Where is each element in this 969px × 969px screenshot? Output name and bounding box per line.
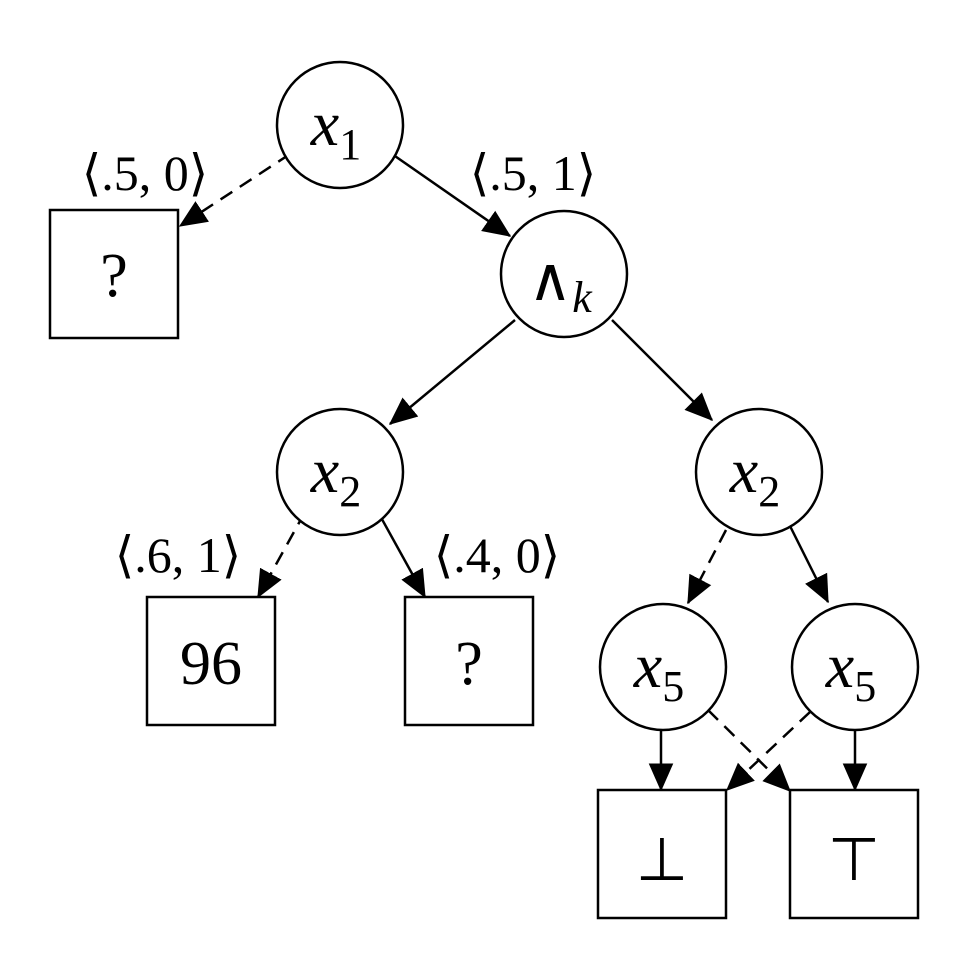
edge-x1-to-and-high [391, 152, 512, 238]
node-x5-right: x5 [790, 602, 920, 732]
edge-x5-left-to-top-low [707, 709, 791, 792]
svg-text:x1: x1 [310, 88, 361, 169]
node-and-k: ∧k [499, 209, 629, 339]
svg-text:x2: x2 [310, 435, 361, 516]
edge-x2-left-to-96-low [256, 511, 307, 599]
node-x5-left-sub: 5 [662, 662, 684, 711]
edge-label-x2-high: ⟨.4, 0⟩ [434, 527, 561, 583]
edge-and-to-x2-right [611, 319, 713, 421]
node-x2-left: x2 [275, 407, 405, 537]
node-and-op: ∧ [528, 247, 572, 313]
svg-text:x5: x5 [633, 630, 684, 711]
leaf-96-label: 96 [180, 630, 242, 698]
leaf-unknown-top: ? [48, 208, 180, 340]
edge-x2-right-to-x5-left-low [686, 529, 728, 605]
node-x1: x1 [275, 60, 405, 190]
leaf-bottom: ⊥ [596, 788, 728, 920]
bottom-symbol-icon: ⊥ [636, 825, 688, 895]
leaf-unknown-mid-label: ? [455, 630, 483, 698]
svg-text:x2: x2 [729, 435, 780, 516]
node-x5-right-sub: 5 [854, 662, 876, 711]
leaf-unknown-top-label: ? [100, 242, 128, 310]
edge-and-to-x2-left [388, 319, 516, 425]
top-symbol-icon: ⊤ [828, 825, 880, 895]
svg-text:x5: x5 [825, 630, 876, 711]
node-x1-sub: 1 [339, 120, 361, 169]
node-x2-left-var: x [310, 435, 339, 506]
edge-label-x1-high: ⟨.5, 1⟩ [470, 145, 597, 201]
edge-label-x2-low: ⟨.6, 1⟩ [115, 527, 242, 583]
leaf-96: 96 [145, 595, 277, 727]
node-x2-right: x2 [694, 407, 824, 537]
node-x2-left-sub: 2 [339, 467, 361, 516]
edge-x2-right-to-x5-right-high [788, 525, 830, 604]
svg-text:∧k: ∧k [528, 247, 593, 322]
node-and-sub: k [572, 273, 593, 322]
edge-label-x1-low: ⟨.5, 0⟩ [82, 145, 209, 201]
leaf-unknown-mid: ? [403, 595, 535, 727]
edge-x5-right-to-bottom-low [725, 711, 811, 791]
node-x2-right-var: x [729, 435, 758, 506]
node-x5-left: x5 [598, 602, 728, 732]
node-x2-right-sub: 2 [758, 467, 780, 516]
node-x1-var: x [310, 88, 339, 159]
node-x5-right-var: x [825, 630, 854, 701]
node-x5-left-var: x [633, 630, 662, 701]
edge-x2-left-to-unknown-high [376, 511, 427, 599]
leaf-top: ⊤ [788, 788, 920, 920]
